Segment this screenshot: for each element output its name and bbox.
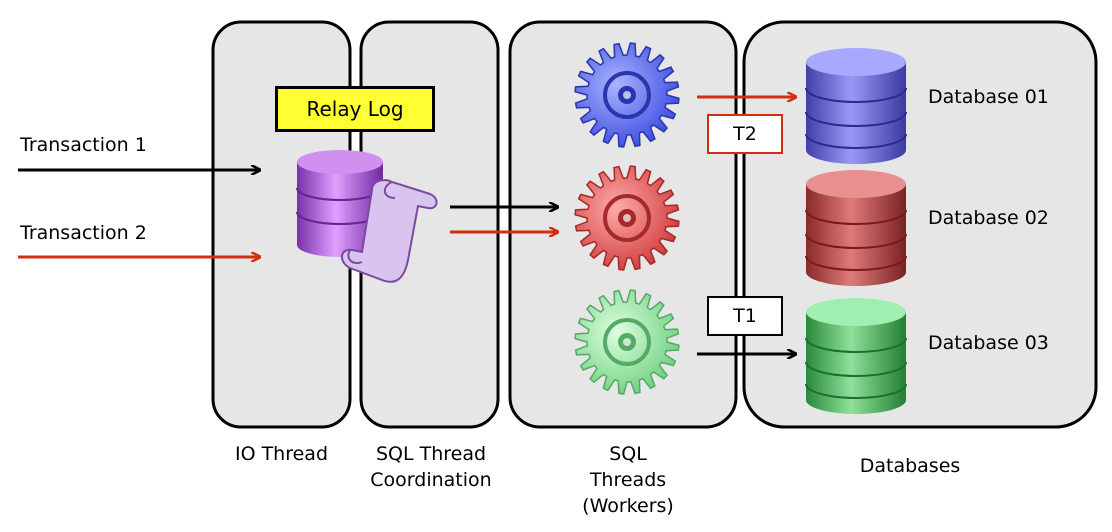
- database-02-cylinder-icon: [805, 170, 907, 286]
- io-thread-label: IO Thread: [234, 443, 329, 465]
- scroll-icon: [341, 179, 438, 283]
- sql-workers-label: SQL Threads (Workers): [548, 441, 708, 519]
- worker-1-gear-icon: [574, 42, 680, 148]
- databases-label: Databases: [859, 455, 961, 477]
- sql-workers-line-3: (Workers): [582, 495, 674, 517]
- sql-thread-coordination-line-2: Coordination: [370, 469, 492, 491]
- database-01-label: Database 01: [928, 86, 1049, 108]
- database-01-cylinder-icon: [805, 48, 907, 164]
- relay-log-database-icon: [296, 150, 384, 257]
- sql-thread-coordination-line-1: SQL Thread: [375, 443, 487, 465]
- worker-2-gear-icon: [574, 165, 680, 271]
- transaction-2-label: Transaction 2: [20, 222, 147, 244]
- database-03-cylinder-icon: [805, 298, 907, 414]
- t1-tag: T1: [707, 296, 783, 336]
- t2-tag: T2: [707, 114, 783, 154]
- worker-3-gear-icon: [574, 289, 680, 395]
- database-03-label: Database 03: [928, 332, 1049, 354]
- database-02-label: Database 02: [928, 207, 1049, 229]
- sql-thread-coordination-label: SQL Thread Coordination: [351, 441, 511, 493]
- relay-log-label: Relay Log: [275, 86, 435, 132]
- transaction-1-label: Transaction 1: [20, 134, 147, 156]
- sql-workers-line-2: Threads: [589, 469, 667, 491]
- sql-workers-line-1: SQL: [609, 443, 647, 465]
